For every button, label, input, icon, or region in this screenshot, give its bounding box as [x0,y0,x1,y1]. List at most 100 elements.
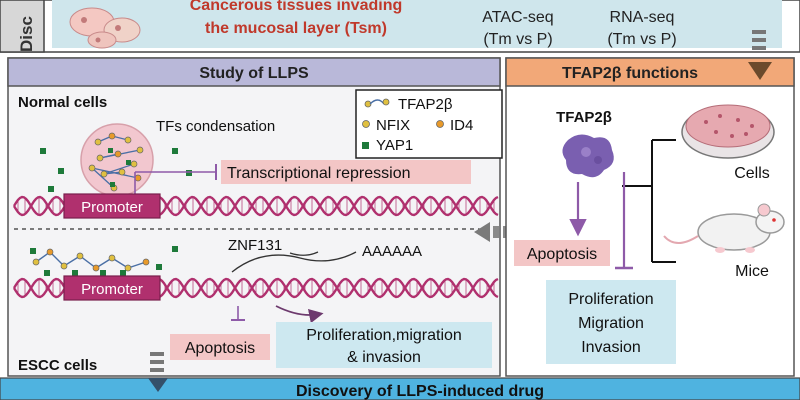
proliferation-box-llps [276,322,492,368]
apoptosis-label-tfap2b: Apoptosis [527,246,597,263]
rna-seq-comparison: (Tm vs P) [607,31,676,48]
mouse-icon [663,203,785,253]
tfs-condensation-label: TFs condensation [156,118,275,135]
legend-yap1-marker [362,142,369,149]
polya-label: AAAAAA [362,243,422,260]
yap1-molecule [156,264,162,270]
bottom-banner-arrow [148,378,168,392]
top-banner-side-label: Disc [17,16,36,52]
legend-nfix: NFIX [376,117,410,134]
tfap2b-panel: TFAP2β functions TFAP2β Cells [505,57,795,377]
tfap2b-header: TFAP2β functions [562,65,698,82]
yap1-molecule [44,270,50,276]
cells-label: Cells [734,165,770,182]
yap1-molecule [72,270,78,276]
tf-molecule [134,174,142,182]
legend-id4-marker [436,120,444,128]
llps-header: Study of LLPS [199,65,309,82]
tf-molecule [88,164,96,172]
llps-header-bar [7,57,501,87]
normal-cells-label: Normal cells [18,94,107,111]
yap1-molecule [120,270,126,276]
legend-tfap2b-marker [364,98,390,108]
yap1-molecule [108,148,113,153]
promoter-box-top [63,193,161,219]
tf-molecule [92,264,100,272]
tf-link [91,167,139,179]
transcriptional-repression-label: Transcriptional repression [227,165,410,182]
tf-molecule [118,168,126,176]
apoptosis-label-llps: Apoptosis [185,340,255,357]
legend-id4: ID4 [450,117,473,134]
yap1-scatter [40,148,192,192]
tf-molecule [100,170,108,178]
tf-molecule [142,258,150,266]
legend-box: TFAP2β NFIX ID4 YAP1 [355,89,503,159]
tf-molecule [94,138,102,146]
petri-dish-icon [681,104,775,159]
tfap2b-protein-icon [562,134,614,178]
tf-molecule [76,252,84,260]
tfap2b-protein-label: TFAP2β [556,109,612,126]
effects-invasion: Invasion [581,339,641,356]
yap1-molecule [110,182,115,187]
apoptosis-box-llps [170,334,270,360]
legend-yap1: YAP1 [376,137,413,154]
tf-molecule [60,262,68,270]
top-banner-side-tab [0,0,45,53]
effects-inhibit-line [615,172,633,270]
top-banner: Disc Cancerous tissues invading the muco… [0,0,800,76]
bottom-banner-title: Discovery of LLPS-induced drug [296,383,544,400]
tissue-title-line2: the mucosal layer (Tsm) [205,20,387,37]
mice-label: Mice [735,263,769,280]
tf-chain-escc [30,246,178,276]
yap1-molecule [172,246,178,252]
llps-panel: Study of LLPS Normal cells TFs condensat… [7,57,503,377]
rna-seq-label: RNA-seq [610,9,675,26]
atac-seq-comparison: (Tm vs P) [483,31,552,48]
atac-seq-label: ATAC-seq [482,9,553,26]
bottom-banner: Discovery of LLPS-induced drug [0,377,800,400]
tf-molecule [108,132,116,140]
escc-cells-label: ESCC cells [18,357,97,374]
mrna-transcript [231,251,357,273]
tf-molecule [114,150,122,158]
tf-molecule [108,254,116,262]
tf-molecule [96,154,104,162]
activation-arrow [275,305,324,324]
promoter-box-bottom [63,275,161,301]
yap1-molecule [100,270,106,276]
tissue-title-line1: Cancerous tissues invading [190,0,403,14]
transcriptional-repression-box [221,160,471,184]
tf-condensate [80,123,154,197]
apoptosis-box-tfap2b [514,240,610,266]
promoter-label-top: Promoter [81,199,143,216]
tf-molecule [46,248,54,256]
tf-molecule [32,258,40,266]
dashed-down-arrow-left [150,352,164,372]
models-bracket [622,139,676,263]
effects-migration: Migration [578,315,644,332]
promoter-label-bottom: Promoter [81,281,143,298]
tissue-illustration [69,7,141,49]
apoptosis-inhibit-mark [231,306,245,321]
legend-tfap2b: TFAP2β [398,96,453,113]
legend-nfix-marker [362,120,370,128]
tf-molecule [124,136,132,144]
yap1-molecule [126,160,131,165]
znf131-pointer [289,251,319,256]
effects-proliferation: Proliferation [568,291,653,308]
tf-molecule [130,160,138,168]
effects-box-tfap2b [546,280,676,364]
proliferation-line1: Proliferation,migration [306,327,462,344]
repression-inhibit-line [134,164,217,196]
proliferation-line2: & invasion [347,349,421,366]
tf-molecule [136,146,144,154]
tf-molecule [124,264,132,272]
tfap2b-header-bar [505,57,795,87]
tfap2b-header-arrow [748,62,772,80]
yap1-molecule [30,248,36,254]
znf131-label: ZNF131 [228,237,282,254]
